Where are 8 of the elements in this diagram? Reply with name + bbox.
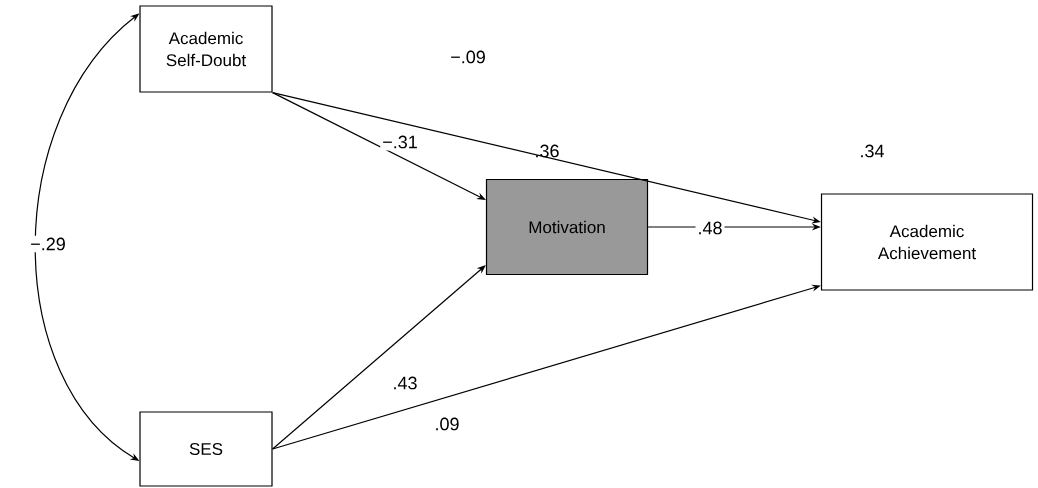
variance-label: .36 [536, 144, 559, 158]
variance-label: .34 [861, 144, 884, 158]
path-arrow [272, 265, 486, 450]
path-box: Motivation [485, 178, 649, 276]
path-box: SES [139, 411, 273, 487]
path-box: Academic Achievement [820, 193, 1034, 291]
path-box: Academic Self-Doubt [139, 5, 273, 93]
path-arrow [272, 92, 486, 200]
